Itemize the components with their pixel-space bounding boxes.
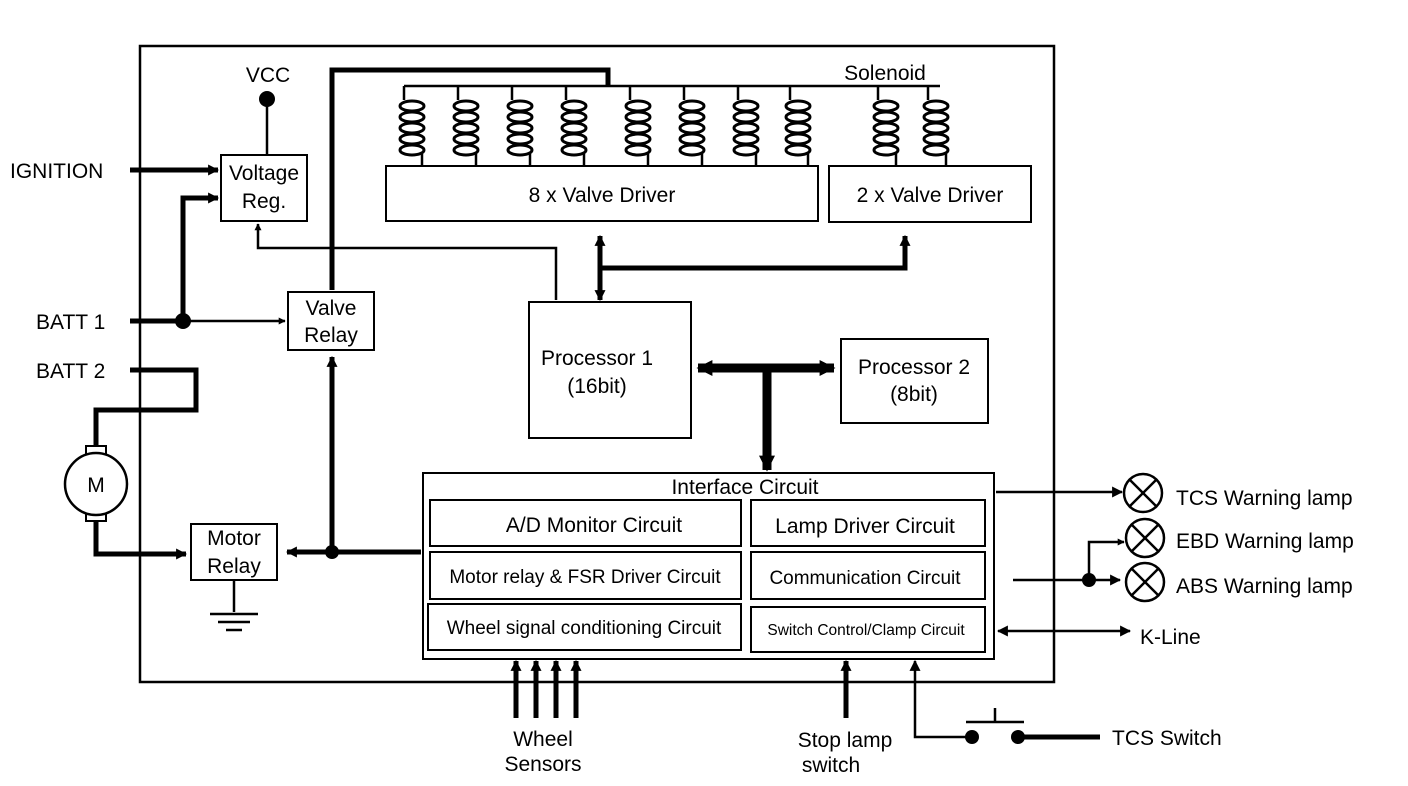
- processor-1-label-1: Processor 1: [541, 347, 653, 370]
- solenoid-coil: [398, 86, 426, 168]
- solenoid-coil: [732, 86, 760, 168]
- solenoid-coil: [872, 86, 900, 168]
- wheel-sensor-arrows: [510, 659, 582, 718]
- ad-monitor-circuit: [429, 499, 742, 547]
- tcs-lamp-icon: [1122, 472, 1164, 514]
- motor-label: M: [87, 474, 105, 497]
- solenoid-coil: [678, 86, 706, 168]
- voltage-regulator: [220, 154, 308, 222]
- wheel-signal-label: Wheel signal conditioning Circuit: [447, 618, 722, 639]
- communication-circuit: [750, 551, 986, 600]
- solenoid-label: Solenoid: [844, 62, 926, 85]
- batt1-to-regulator: [180, 192, 220, 321]
- motor-fsr-driver-circuit: [429, 551, 742, 600]
- voltage-reg-label-1: Voltage: [229, 162, 299, 185]
- solenoid-coil: [506, 86, 534, 168]
- switch-control-circuit: [750, 606, 986, 653]
- tcs-switch-icon: [965, 708, 1025, 744]
- motor-to-relay-wire: [93, 521, 188, 560]
- processor-2: [840, 338, 989, 424]
- valve-driver-8: [385, 165, 819, 222]
- interface-circuit-label: Interface Circuit: [671, 476, 818, 499]
- valve-relay-label-2: Relay: [304, 324, 358, 347]
- communication-label: Communication Circuit: [769, 568, 961, 589]
- solenoid-coil: [922, 86, 950, 168]
- ebd-lamp-icon: [1124, 517, 1166, 559]
- ecu-boundary: [138, 44, 1056, 684]
- processor-1: [528, 301, 692, 439]
- ebd-lamp-label: EBD Warning lamp: [1176, 530, 1354, 553]
- voltage-reg-label-2: Reg.: [242, 190, 286, 213]
- valve-driver-8-label: 8 x Valve Driver: [529, 184, 676, 207]
- motor-relay: [190, 523, 278, 581]
- solenoid-coil: [452, 86, 480, 168]
- abs-lamp-icon: [1124, 561, 1166, 603]
- valve-relay-label-1: Valve: [306, 297, 357, 320]
- processor-2-label-1: Processor 2: [858, 356, 970, 379]
- ignition-label: IGNITION: [10, 160, 103, 183]
- solenoid-coil: [784, 86, 812, 168]
- stop-lamp-label-2: switch: [802, 754, 860, 777]
- switch-control-label: Switch Control/Clamp Circuit: [767, 622, 965, 639]
- abs-lamp-label: ABS Warning lamp: [1176, 575, 1353, 598]
- tcs-lamp-label: TCS Warning lamp: [1176, 487, 1353, 510]
- valve-supply-wire: [329, 67, 611, 290]
- motor-icon: [63, 451, 129, 517]
- tcs-switch-wire: [909, 659, 970, 739]
- stop-lamp-label-1: Stop lamp: [798, 729, 893, 752]
- wheel-signal-circuit: [427, 603, 742, 651]
- ebd-lamp-wire: [1087, 538, 1125, 580]
- motor-relay-label-1: Motor: [207, 527, 261, 550]
- wheel-sensors-label-2: Sensors: [504, 753, 581, 776]
- lamp-driver-circuit: [750, 499, 986, 547]
- batt2-label: BATT 2: [36, 360, 105, 383]
- k-line-label: K-Line: [1140, 626, 1201, 649]
- ad-monitor-label: A/D Monitor Circuit: [506, 514, 682, 537]
- tcs-switch-label: TCS Switch: [1112, 727, 1222, 750]
- processor-to-regulator-wire: [254, 223, 558, 300]
- solenoid-coil: [560, 86, 588, 168]
- ground-icon: [210, 580, 258, 632]
- solenoid-coil: [624, 86, 652, 168]
- motor-relay-label-2: Relay: [207, 555, 261, 578]
- processor-2-label-2: (8bit): [890, 383, 938, 406]
- solenoid-coils: [398, 86, 950, 168]
- valve-driver-2: [828, 165, 1032, 223]
- valve-relay: [287, 291, 375, 351]
- lamp-driver-label: Lamp Driver Circuit: [775, 515, 955, 538]
- vcc-label: VCC: [246, 64, 290, 87]
- valve-driver-2-label: 2 x Valve Driver: [857, 184, 1004, 207]
- processor-1-label-2: (16bit): [567, 375, 627, 398]
- proc-driver2-bus: [600, 234, 911, 271]
- batt2-wire: [93, 367, 199, 446]
- wheel-sensors-label-1: Wheel: [513, 728, 573, 751]
- batt1-label: BATT 1: [36, 311, 105, 334]
- motor-fsr-label: Motor relay & FSR Driver Circuit: [449, 567, 721, 588]
